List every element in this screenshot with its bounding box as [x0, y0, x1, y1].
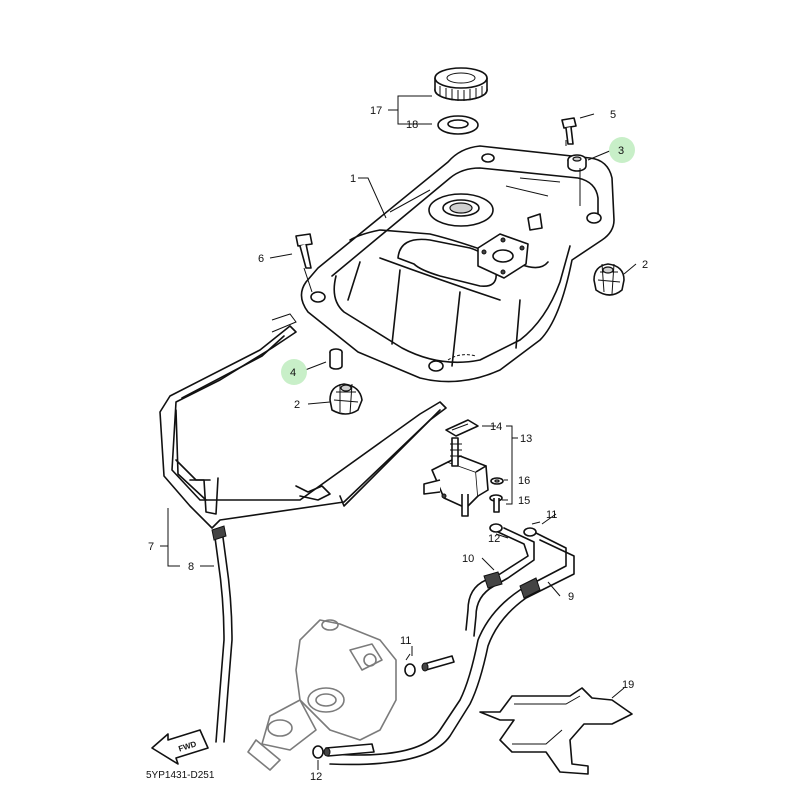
callout-highlight-4 — [281, 359, 307, 385]
fuel-hose-10[interactable] — [465, 527, 535, 637]
collar-left[interactable] — [329, 348, 343, 370]
clip-11-upper[interactable] — [523, 521, 541, 537]
label-part-18: 18 — [406, 119, 418, 131]
fuel-cock[interactable] — [423, 437, 489, 517]
label-part-12-lower: 12 — [310, 771, 322, 783]
label-part-11-lower: 11 — [400, 635, 411, 647]
side-guard[interactable] — [159, 313, 447, 529]
gasket-14[interactable] — [445, 419, 479, 437]
label-part-15: 15 — [518, 495, 530, 507]
damper-left[interactable] — [329, 383, 363, 415]
screw-15[interactable] — [489, 494, 503, 513]
bolt-top-right[interactable] — [561, 117, 577, 145]
fuel-tank[interactable] — [300, 145, 615, 383]
label-part-2-left: 2 — [294, 399, 300, 411]
label-part-10: 10 — [462, 553, 474, 565]
leader-lines — [160, 95, 637, 770]
label-part-19: 19 — [622, 679, 634, 691]
label-part-4: 4 — [290, 367, 296, 379]
label-part-5: 5 — [610, 109, 616, 121]
clip-12-lower[interactable] — [312, 745, 324, 759]
label-part-7: 7 — [148, 541, 154, 553]
hose-end-lower[interactable] — [323, 743, 375, 757]
carburetor — [247, 619, 397, 771]
label-part-14: 14 — [490, 421, 502, 433]
label-part-16: 16 — [518, 475, 530, 487]
cap-gasket[interactable] — [437, 115, 479, 135]
label-part-11-upper: 11 — [546, 509, 557, 521]
label-part-2-right: 2 — [642, 259, 648, 271]
bolt-left[interactable] — [295, 233, 313, 269]
bracket[interactable] — [479, 687, 633, 775]
fuel-cap[interactable] — [434, 67, 488, 101]
clip-12-upper[interactable] — [489, 523, 503, 533]
label-part-8: 8 — [188, 561, 194, 573]
label-part-13: 13 — [520, 433, 532, 445]
label-part-17: 17 — [370, 105, 382, 117]
callout-highlight-3 — [609, 137, 635, 163]
label-part-12-upper: 12 — [488, 533, 500, 545]
hose-end-right[interactable] — [421, 655, 455, 672]
label-part-9: 9 — [568, 591, 574, 603]
damper-top-right[interactable] — [567, 154, 587, 172]
label-part-6: 6 — [258, 253, 264, 265]
fuel-hose-9[interactable] — [329, 531, 575, 766]
drain-hose[interactable] — [211, 525, 233, 743]
part-labels: 1 2 2 3 4 5 6 7 8 9 10 11 11 12 12 13 14… — [148, 105, 648, 783]
clip-11-lower[interactable] — [404, 653, 416, 677]
label-part-1: 1 — [350, 173, 356, 185]
label-part-3: 3 — [618, 145, 624, 157]
forward-arrow-icon: FWD — [151, 729, 209, 765]
washer-16[interactable] — [490, 477, 504, 485]
diagram-reference-code: 5YP1431-D251 — [146, 770, 215, 781]
damper-right[interactable] — [593, 263, 625, 296]
